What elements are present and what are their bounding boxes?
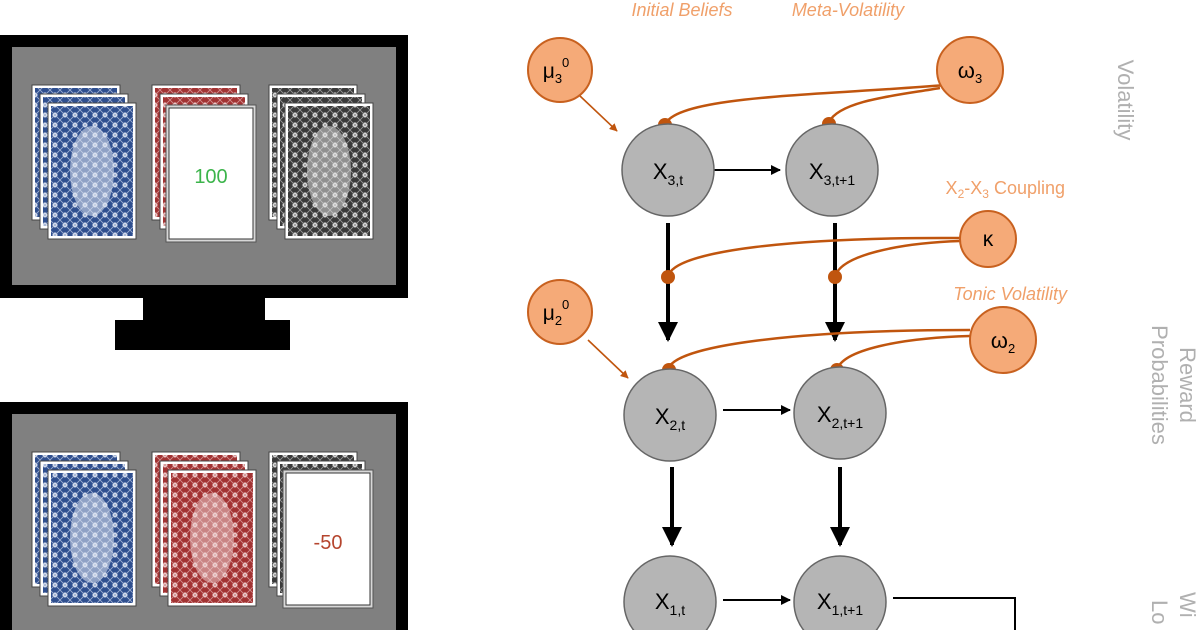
param-omega2[interactable]: ω2 xyxy=(969,306,1037,374)
node-x1t1-sub: 1,t+1 xyxy=(832,602,864,618)
blue-deck[interactable] xyxy=(31,84,137,240)
node-x3t-base: X xyxy=(653,159,668,184)
param-mu2-base: μ xyxy=(543,302,555,325)
arrow-mu2-to-x2 xyxy=(587,339,629,379)
svg-text:X3,t: X3,t xyxy=(653,159,683,188)
side-label-loss: Lo xyxy=(1147,600,1172,624)
side-label-volatility: Volatility xyxy=(1113,60,1138,141)
monitor-top-stand xyxy=(115,320,290,350)
revealed-card-top: 100 xyxy=(165,104,257,243)
param-mu3-sub: 3 xyxy=(555,71,562,86)
side-label-reward: Reward xyxy=(1175,347,1200,423)
node-x3t1[interactable]: X3,t+1 xyxy=(785,123,879,217)
black-deck[interactable] xyxy=(268,84,374,240)
side-labels: Volatility Reward Probabilities Wi Lo xyxy=(1113,60,1200,625)
edge-omega2-x2t1 xyxy=(835,334,971,371)
node-x1t1-base: X xyxy=(817,589,832,614)
svg-text:μ30: μ30 xyxy=(543,55,570,86)
svg-text:X1,t: X1,t xyxy=(655,589,685,618)
label-coupling-dash: -X xyxy=(964,178,982,198)
svg-text:X3,t+1: X3,t+1 xyxy=(809,159,855,188)
svg-text:ω2: ω2 xyxy=(991,328,1015,356)
node-x1t1[interactable]: X1,t+1 xyxy=(793,555,887,630)
label-initial-beliefs: Initial Beliefs xyxy=(631,0,732,20)
param-mu3-sup: 0 xyxy=(562,55,569,70)
label-tonic-volatility: Tonic Volatility xyxy=(953,284,1068,304)
node-x2t1-base: X xyxy=(817,402,832,427)
node-x2t-base: X xyxy=(655,404,670,429)
node-x3t[interactable]: X3,t xyxy=(621,123,715,217)
param-mu2-sup: 0 xyxy=(562,297,569,312)
param-mu2[interactable]: μ20 xyxy=(527,279,593,345)
modulation-dot-kappa-x2t1 xyxy=(828,270,842,284)
param-omega3-base: ω xyxy=(958,58,975,83)
node-x1t-sub: 1,t xyxy=(670,602,686,618)
edge-omega3-x3t xyxy=(663,83,946,126)
label-coupling: X2-X3 Coupling xyxy=(946,178,1065,201)
edge-omega3-x3t1 xyxy=(827,86,941,123)
node-x3t-sub: 3,t xyxy=(668,172,684,188)
param-kappa[interactable]: κ xyxy=(959,210,1017,268)
svg-text:μ20: μ20 xyxy=(543,297,570,328)
label-coupling-sub-b: 3 xyxy=(982,187,989,201)
svg-text:X2,t+1: X2,t+1 xyxy=(817,402,863,431)
side-label-probabilities: Probabilities xyxy=(1147,325,1172,445)
label-coupling-rest: Coupling xyxy=(989,178,1065,198)
node-x1t-base: X xyxy=(655,589,670,614)
red-deck-bottom[interactable] xyxy=(151,451,257,607)
edge-kappa-x2t1 xyxy=(833,239,961,278)
edge-kappa-x2t xyxy=(666,236,961,278)
param-omega3-sub: 3 xyxy=(975,71,982,86)
modulation-dot-kappa-x2t xyxy=(661,270,675,284)
param-mu3-base: μ xyxy=(543,60,555,83)
node-x3t1-base: X xyxy=(809,159,824,184)
revealed-card-bottom: -50 xyxy=(282,469,374,609)
parameter-nodes: μ30 ω3 κ μ20 ω2 xyxy=(527,36,1037,374)
param-omega2-sub: 2 xyxy=(1008,341,1015,356)
node-x1t[interactable]: X1,t xyxy=(623,555,717,630)
param-omega3[interactable]: ω3 xyxy=(936,36,1004,104)
arrow-x1-to-outcome xyxy=(893,597,1016,630)
annotation-labels: Initial Beliefs Meta-Volatility X2-X3 Co… xyxy=(631,0,1068,304)
label-coupling-x: X xyxy=(946,178,958,198)
param-mu2-sub: 2 xyxy=(555,313,562,328)
monitor-bottom: -50 xyxy=(0,402,408,630)
node-x2t[interactable]: X2,t xyxy=(623,368,717,462)
param-mu3[interactable]: μ30 xyxy=(527,37,593,103)
blue-deck-bottom[interactable] xyxy=(31,451,137,607)
svg-text:X1,t+1: X1,t+1 xyxy=(817,589,863,618)
outcome-win-value: 100 xyxy=(194,166,227,188)
node-x2t1[interactable]: X2,t+1 xyxy=(793,366,887,460)
state-nodes: X3,t X3,t+1 X2,t X2,t+1 X1,t X1,t+1 xyxy=(621,123,887,630)
svg-text:X2,t: X2,t xyxy=(655,404,685,433)
arrow-mu3-to-x3 xyxy=(579,95,618,132)
outcome-loss-value: -50 xyxy=(314,532,343,554)
param-omega2-base: ω xyxy=(991,328,1008,353)
node-x2t1-sub: 2,t+1 xyxy=(832,415,864,431)
monitor-top: 100 xyxy=(0,35,408,350)
svg-text:ω3: ω3 xyxy=(958,58,982,86)
node-x2t-sub: 2,t xyxy=(670,417,686,433)
edge-omega2-x2t xyxy=(666,328,971,371)
monitor-top-neck xyxy=(143,298,265,320)
param-kappa-label: κ xyxy=(983,228,994,251)
label-meta-volatility: Meta-Volatility xyxy=(792,0,905,20)
label-coupling-sub-a: 2 xyxy=(958,187,965,201)
side-label-win: Wi xyxy=(1175,592,1200,618)
node-x3t1-sub: 3,t+1 xyxy=(824,172,856,188)
